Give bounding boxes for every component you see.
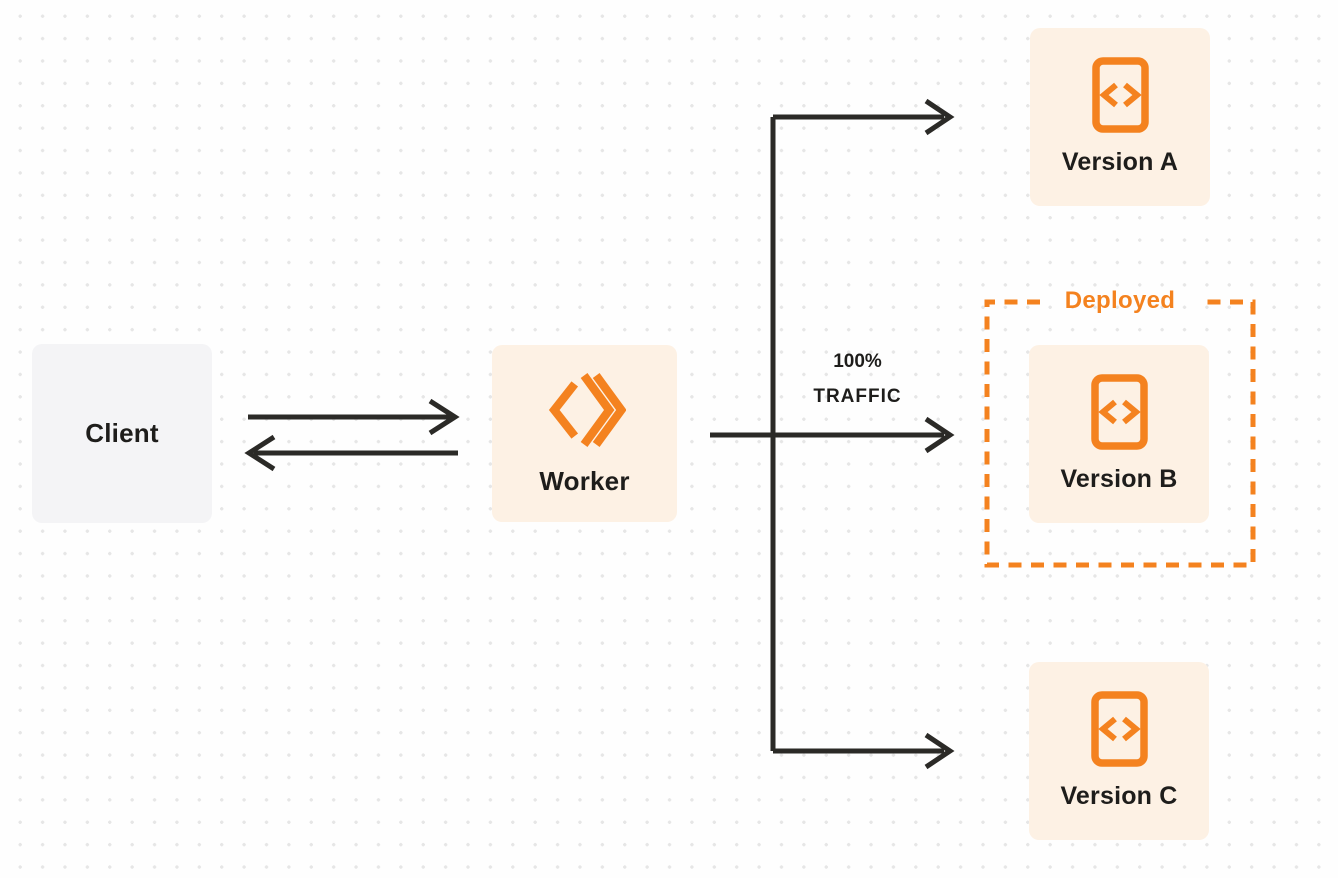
code-file-icon xyxy=(1090,691,1148,767)
worker-label: Worker xyxy=(539,466,630,496)
arrow-worker-to-client xyxy=(244,434,458,472)
node-version-b: Version B xyxy=(1029,345,1209,523)
node-version-c: Version C xyxy=(1029,662,1209,840)
traffic-word-text: TRAFFIC xyxy=(813,386,902,407)
arrow-client-to-worker xyxy=(248,398,460,436)
node-version-a: Version A xyxy=(1030,28,1210,206)
node-worker: Worker xyxy=(492,345,677,522)
arrow-to-version-a xyxy=(773,98,955,136)
deployed-label: Deployed xyxy=(1064,287,1176,314)
arrow-to-version-b xyxy=(710,416,955,454)
workers-logo-icon xyxy=(544,370,626,450)
version-b-label: Version B xyxy=(1060,465,1178,493)
code-file-icon xyxy=(1090,374,1148,450)
traffic-percent-text: 100% xyxy=(833,351,882,372)
client-label: Client xyxy=(85,418,159,448)
version-a-label: Version A xyxy=(1061,148,1179,176)
version-c-label: Version C xyxy=(1060,782,1178,810)
node-client: Client xyxy=(32,344,212,523)
traffic-annotation: 100% TRAFFIC xyxy=(780,351,935,408)
code-file-icon xyxy=(1091,57,1149,133)
arrow-to-version-c xyxy=(773,732,955,770)
